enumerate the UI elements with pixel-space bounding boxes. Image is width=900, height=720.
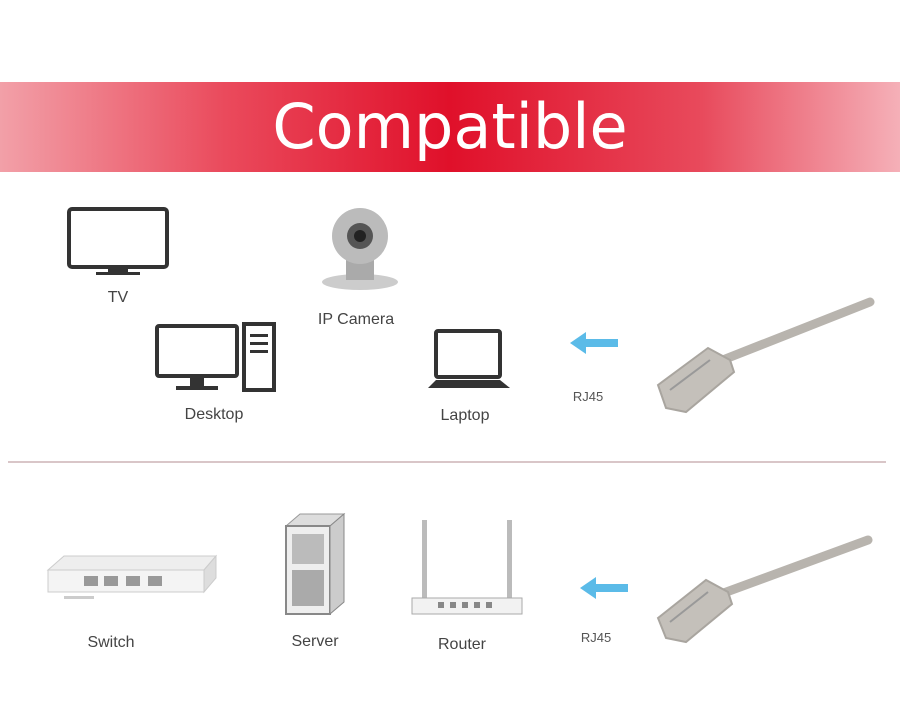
section-divider [8, 461, 886, 463]
server-label: Server [291, 633, 339, 650]
tv-label: TV [107, 289, 129, 306]
rj45-cable-icon [656, 535, 873, 644]
rj45-label-top: RJ45 [572, 389, 604, 404]
banner [0, 82, 900, 172]
router-label: Router [437, 636, 487, 653]
desktop-label: Desktop [184, 406, 244, 423]
laptop-icon [428, 329, 510, 388]
tv-icon [67, 207, 169, 275]
arrow-left-icon [570, 332, 618, 354]
server-icon [284, 512, 346, 616]
ip-camera-icon [322, 208, 398, 290]
rj45-label-bottom: RJ45 [580, 630, 612, 645]
router-icon [411, 520, 523, 615]
banner-title: Compatible [272, 90, 628, 163]
desktop-icon [155, 322, 276, 392]
arrow-left-icon [580, 577, 628, 599]
laptop-label: Laptop [440, 407, 490, 424]
rj45-cable-icon [656, 297, 875, 414]
ip-camera-label: IP Camera [317, 311, 395, 328]
switch-icon [46, 554, 218, 599]
switch-label: Switch [87, 634, 135, 651]
